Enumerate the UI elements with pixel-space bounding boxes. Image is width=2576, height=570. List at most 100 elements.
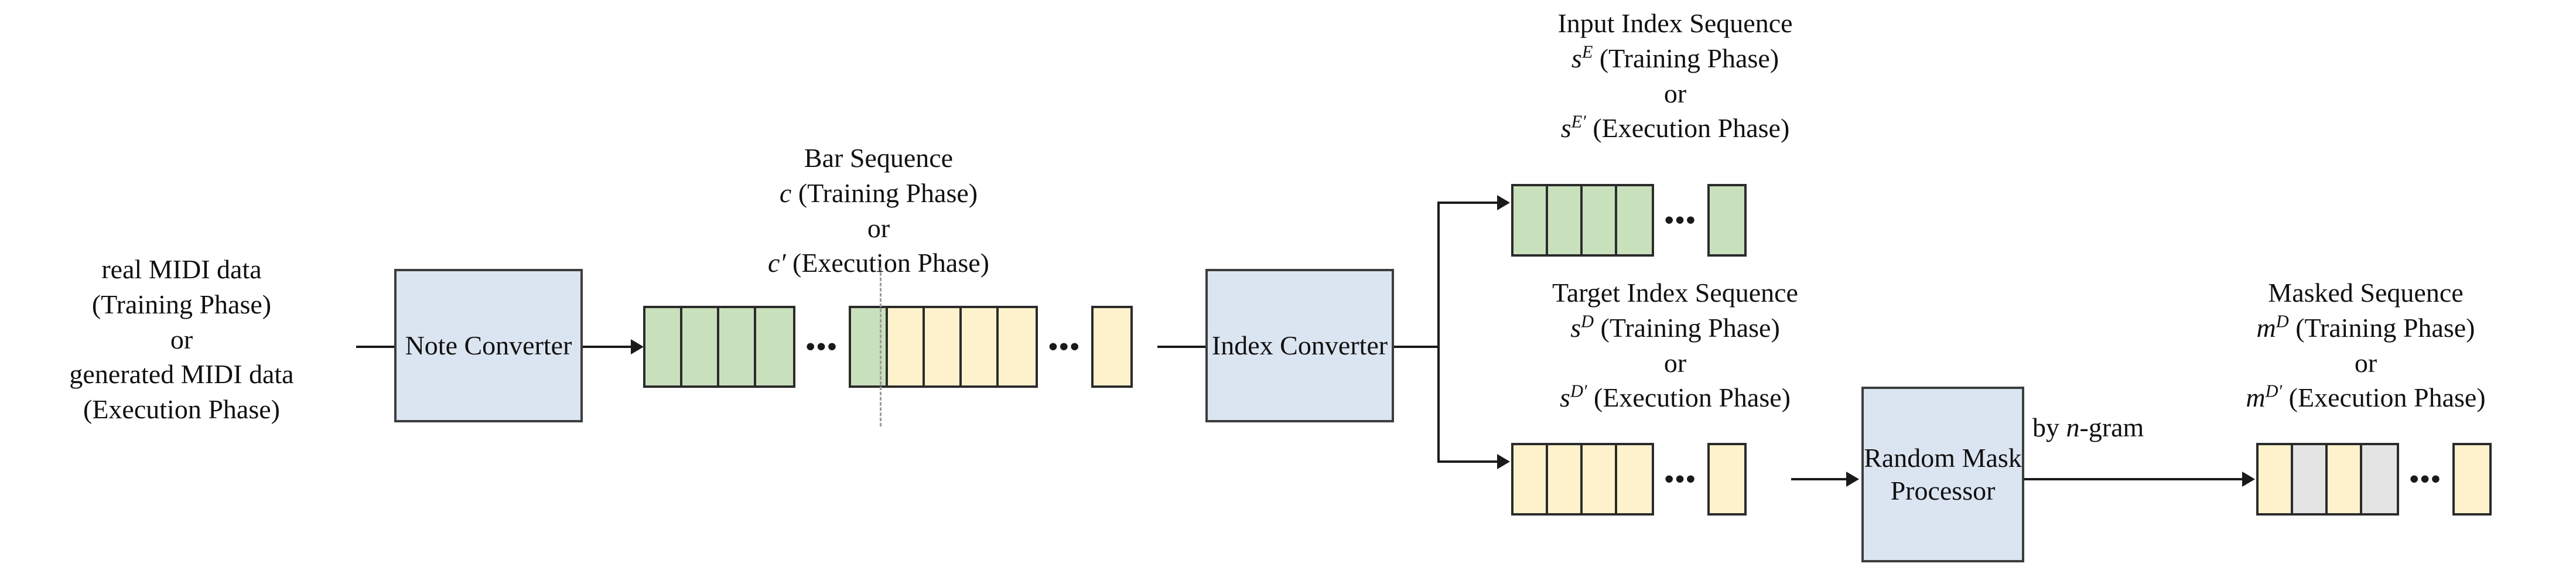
bar-cell[interactable] [756, 308, 793, 385]
masked-sequence-execution-superscript: D′ [2265, 381, 2283, 402]
index-cell[interactable] [1583, 186, 1617, 254]
bar-sequence-execution: c′ (Execution Phase) [668, 245, 1089, 281]
target-index-training-symbol: s [1570, 312, 1581, 343]
input-index-training-superscript: E [1581, 42, 1593, 62]
masked-sequence-execution: mD′ (Execution Phase) [2155, 380, 2576, 415]
arrow-mask-to-masked-sequence-line [2024, 478, 2244, 480]
target-index-group-1[interactable] [1511, 443, 1654, 516]
bar-cell[interactable] [682, 308, 719, 385]
random-mask-line3: Processor [1890, 476, 1996, 506]
ngram-suffix: -gram [2079, 412, 2144, 442]
bar-sequence-ellipsis-2: ••• [1048, 332, 1081, 361]
masked-sequence-execution-suffix: (Execution Phase) [2282, 383, 2486, 413]
input-index-execution-superscript: E′ [1571, 112, 1586, 132]
input-index-sequence-cells: ••• [1511, 184, 1747, 257]
bar-sequence-group-1[interactable] [643, 306, 795, 388]
ngram-prefix: by [2032, 412, 2066, 442]
bar-cell[interactable] [851, 308, 889, 385]
arrow-to-target-index-line [1437, 460, 1499, 463]
target-index-execution-suffix: (Execution Phase) [1587, 383, 1791, 413]
input-index-title: Input Index Sequence [1557, 8, 1793, 38]
masked-cell[interactable] [2455, 445, 2490, 513]
target-index-sequence-cells: ••• [1511, 443, 1747, 516]
masked-cell[interactable] [2328, 445, 2362, 513]
index-cell[interactable] [1548, 445, 1583, 513]
input-label-line1: real MIDI data [101, 254, 262, 284]
target-index-training-superscript: D [1581, 311, 1594, 332]
arrow-to-input-index-line [1437, 202, 1499, 204]
bar-sequence-cells: ••• ••• [643, 306, 1133, 388]
index-cell[interactable] [1617, 186, 1652, 254]
input-index-sequence-label: Input Index Sequence sE (Training Phase)… [1453, 6, 1898, 146]
target-index-or: or [1663, 347, 1687, 378]
bar-sequence-group-3[interactable] [1091, 306, 1133, 388]
arrow-input-to-note-converter-line [356, 346, 404, 348]
masked-sequence-cells: ••• [2256, 443, 2492, 516]
masked-sequence-group-1[interactable] [2256, 443, 2399, 516]
input-index-execution-suffix: (Execution Phase) [1586, 113, 1790, 144]
arrow-note-converter-to-bar-line [583, 346, 631, 348]
bar-sequence-execution-symbol: c′ [768, 248, 786, 278]
note-converter-line2: Converter [464, 330, 572, 360]
index-cell[interactable] [1710, 445, 1745, 513]
input-index-execution: sE′ (Execution Phase) [1453, 111, 1898, 146]
bar-sequence-title: Bar Sequence [804, 143, 954, 173]
index-cell[interactable] [1617, 445, 1652, 513]
random-mask-processor-box[interactable]: Random Mask Processor [1861, 387, 2024, 562]
input-index-group-1[interactable] [1511, 184, 1654, 257]
masked-sequence-training-suffix: (Training Phase) [2288, 312, 2475, 343]
index-cell[interactable] [1710, 186, 1745, 254]
masked-sequence-title: Masked Sequence [2268, 278, 2464, 308]
target-index-training: sD (Training Phase) [1453, 310, 1898, 346]
target-index-execution-superscript: D′ [1570, 381, 1587, 402]
masked-sequence-training-symbol: m [2256, 312, 2276, 343]
index-converter-split-vertical [1437, 202, 1440, 463]
input-data-label: real MIDI data (Training Phase) or gener… [12, 252, 351, 427]
target-index-group-2[interactable] [1707, 443, 1747, 516]
bar-cell[interactable] [719, 308, 756, 385]
bar-cell[interactable] [999, 308, 1036, 385]
bar-sequence-training: c (Training Phase) [668, 176, 1089, 211]
arrow-mask-to-masked-sequence-head [2242, 472, 2255, 487]
index-cell[interactable] [1583, 445, 1617, 513]
index-cell[interactable] [1548, 186, 1583, 254]
index-cell[interactable] [1514, 186, 1548, 254]
index-converter-line2: Converter [1280, 330, 1388, 360]
masked-cell[interactable] [2259, 445, 2293, 513]
input-index-group-2[interactable] [1707, 184, 1747, 257]
index-converter-box[interactable]: Index Converter [1205, 269, 1394, 422]
input-index-or: or [1663, 78, 1687, 108]
bar-cell[interactable] [1094, 308, 1131, 385]
masked-sequence-ellipsis: ••• [2410, 465, 2442, 493]
target-index-training-suffix: (Training Phase) [1594, 312, 1780, 343]
masked-cell[interactable] [2362, 445, 2397, 513]
bar-sequence-execution-suffix: (Execution Phase) [785, 248, 989, 278]
bar-cell[interactable] [645, 308, 682, 385]
bar-cell[interactable] [888, 308, 925, 385]
target-index-title: Target Index Sequence [1552, 278, 1798, 308]
input-index-ellipsis: ••• [1665, 206, 1697, 234]
masked-sequence-training: mD (Training Phase) [2155, 310, 2576, 346]
bar-cell[interactable] [925, 308, 962, 385]
note-converter-box[interactable]: Note Converter [394, 269, 583, 422]
input-label-line5: (Execution Phase) [83, 394, 280, 425]
masked-sequence-execution-symbol: m [2246, 383, 2266, 413]
bar-boundary-dashed-line [880, 267, 882, 426]
arrow-target-to-mask-head [1846, 472, 1859, 487]
masked-sequence-group-2[interactable] [2452, 443, 2492, 516]
index-converter-out-stub [1394, 346, 1440, 348]
bar-sequence-or: or [867, 213, 890, 243]
bar-sequence-group-2[interactable] [849, 306, 1038, 388]
bar-cell[interactable] [962, 308, 999, 385]
masked-cell[interactable] [2293, 445, 2328, 513]
input-index-training-symbol: s [1571, 43, 1582, 73]
target-index-sequence-label: Target Index Sequence sD (Training Phase… [1453, 275, 1898, 415]
ngram-edge-label: by n-gram [2032, 410, 2208, 445]
arrow-to-target-index-head [1497, 454, 1510, 469]
target-index-execution: sD′ (Execution Phase) [1453, 380, 1898, 415]
index-cell[interactable] [1514, 445, 1548, 513]
masked-sequence-or: or [2354, 347, 2377, 378]
random-mask-line1: Random [1864, 442, 1956, 473]
ngram-symbol: n [2066, 412, 2080, 442]
